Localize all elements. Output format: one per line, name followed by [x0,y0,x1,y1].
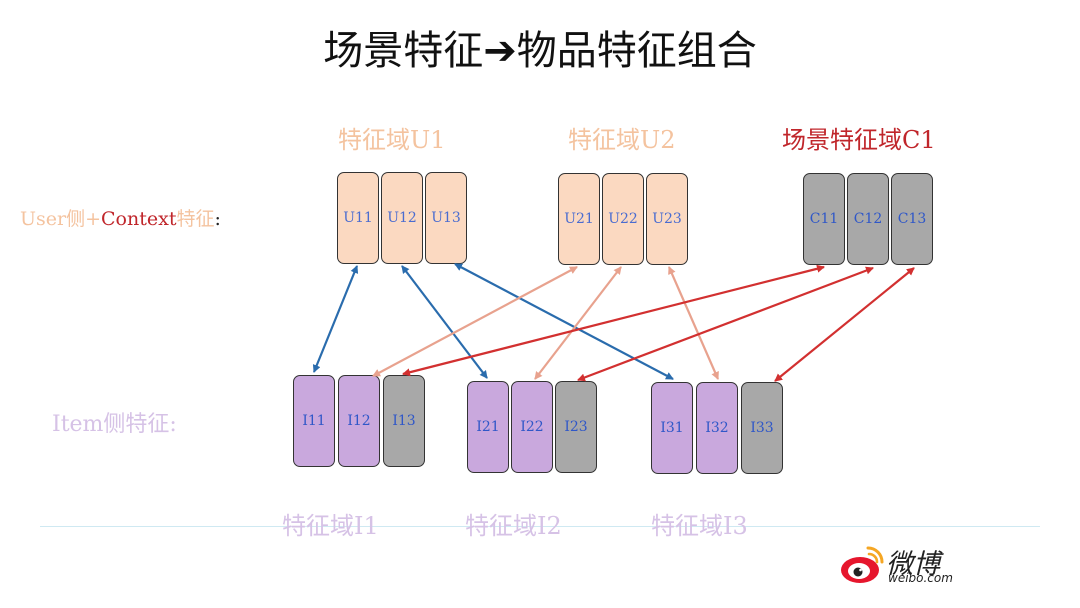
cell-c13: C13 [891,173,933,265]
user-label-part3: 特征 [176,208,215,230]
arrow-c11-i13 [402,264,825,377]
group-label-c1: 场景特征域C1 [782,126,936,154]
group-label-i1: 特征域I1 [282,512,379,540]
cell-i33: I33 [741,382,783,474]
arrow-u23-i32 [667,266,720,380]
user-label-part2: Context [101,208,177,230]
group-label-u2: 特征域U2 [568,126,676,154]
cell-i32: I32 [696,382,738,474]
cell-i21: I21 [467,381,509,473]
logo-name: 微博 [886,549,940,580]
cell-i12: I12 [338,375,380,467]
user-label-part1: User侧+ [20,208,102,230]
arrow-u11-i11 [312,265,359,373]
cell-u23: U23 [646,173,688,265]
cell-u21: U21 [558,173,600,265]
cell-u13: U13 [425,172,467,264]
arrow-c13-i33 [774,267,915,382]
group-label-i3: 特征域I3 [651,512,748,540]
cell-u11: U11 [337,172,379,264]
cell-u22: U22 [602,173,644,265]
cell-i13: I13 [383,375,425,467]
cell-i11: I11 [293,375,335,467]
arrow-c12-i23 [577,266,874,382]
cell-i22: I22 [511,381,553,473]
user-label-part4: : [214,208,221,230]
cell-c12: C12 [847,173,889,265]
cell-i23: I23 [555,381,597,473]
arrow-u21-i12 [372,266,578,377]
cell-c11: C11 [803,173,845,265]
weibo-logo-icon [841,546,884,583]
group-label-i2: 特征域I2 [465,512,562,540]
user-context-label: User侧+Context特征: [20,204,221,231]
cell-u12: U12 [381,172,423,264]
page-title: 场景特征➔物品特征组合 [323,28,757,74]
arrow-u13-i31 [454,263,674,380]
logo-url: weibo.com [888,571,953,585]
group-label-u1: 特征域U1 [338,126,446,154]
cell-i31: I31 [651,382,693,474]
item-side-label: Item侧特征: [52,412,177,437]
divider [40,526,1040,527]
